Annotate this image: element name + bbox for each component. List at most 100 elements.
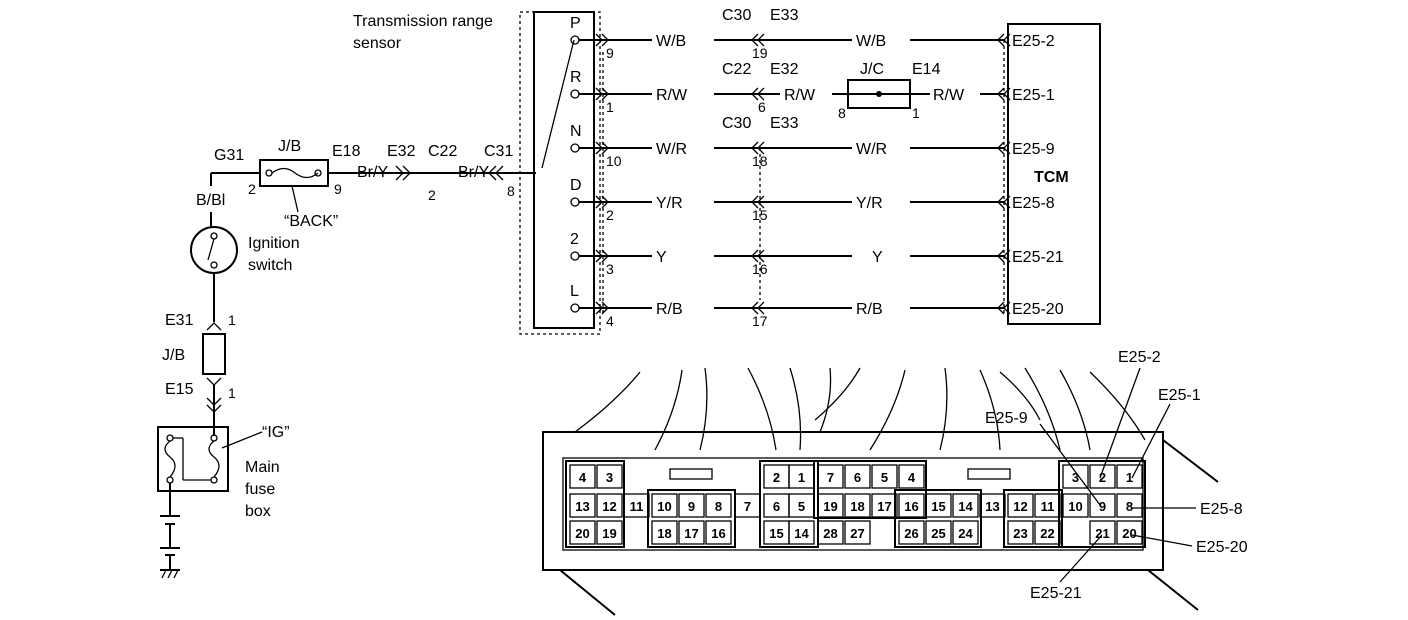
connector-cell-number: 2	[773, 470, 780, 485]
connector-pin: 19	[752, 45, 768, 61]
connector-cell	[678, 493, 705, 518]
e18-label: E18	[332, 143, 361, 160]
connector-cell-number: 27	[850, 526, 864, 541]
connector-cell-number: 16	[904, 499, 918, 514]
connector-cell-number: 13	[985, 499, 999, 514]
sensor-title-line1: Transmission range	[353, 13, 493, 30]
connector-cell-number: 4	[908, 470, 916, 485]
connector-housing	[542, 431, 1164, 571]
jc-connector: E14	[912, 61, 941, 78]
connector-cell-number: 20	[1122, 526, 1136, 541]
sensor-contact	[570, 35, 580, 45]
connector-cell-number: 19	[602, 526, 616, 541]
connector-cell	[1007, 493, 1034, 518]
connector-cell	[1116, 493, 1143, 518]
connector-top-label: C22	[722, 61, 751, 78]
connector-cell	[1089, 493, 1116, 518]
ignition-label-2: switch	[248, 257, 292, 274]
wire-color-left: W/B	[656, 33, 686, 50]
connector-cell-number: 26	[904, 526, 918, 541]
jc-pin-right: 1	[912, 105, 920, 121]
tcm-terminal-label: E25-9	[1012, 141, 1055, 158]
sensor-pin: 9	[606, 45, 614, 61]
connector-cell	[898, 464, 925, 489]
wire-color-right: Y	[872, 249, 883, 266]
callout-label: E25-21	[1030, 585, 1082, 602]
tcm-terminal-label: E25-1	[1012, 87, 1055, 104]
sensor-body	[533, 11, 595, 329]
connector-cell-number: 4	[579, 470, 587, 485]
connector-top-label-2: E33	[770, 115, 799, 132]
wire-bry-1: Br/Y	[357, 164, 388, 181]
connector-cell-number: 24	[958, 526, 973, 541]
pin-2a: 2	[248, 181, 256, 197]
sensor-wiper	[541, 39, 575, 169]
feed-circuit: G31 J/B E18 E32 C22 C31 2 9 “BACK” Br/Y …	[157, 138, 536, 579]
wire-color-mid: R/W	[784, 87, 816, 104]
tcm-terminal-label: E25-8	[1012, 195, 1055, 212]
connector-cell	[788, 520, 815, 545]
connector-top-label: C30	[722, 7, 751, 24]
sensor-pin: 1	[606, 99, 614, 115]
connector-cell	[925, 520, 952, 545]
connector-cell-number: 25	[931, 526, 945, 541]
main-fuse-box	[157, 426, 229, 492]
wire-color-right: W/B	[856, 33, 886, 50]
connector-cell	[1116, 464, 1143, 489]
connector-e32-c22	[395, 165, 411, 181]
back-fuse-label: “BACK”	[284, 213, 338, 230]
callout-label: E25-9	[985, 410, 1028, 427]
connector-cell-number: 17	[684, 526, 698, 541]
main-fuse-box-label-1: Main	[245, 459, 280, 476]
connector-cell	[844, 520, 871, 545]
connector-top-label: C30	[722, 115, 751, 132]
connector-cell-number: 18	[657, 526, 671, 541]
connector-cell-number: 10	[657, 499, 671, 514]
connector-cell-number: 21	[1095, 526, 1109, 541]
connector-cell-number: 11	[630, 499, 644, 514]
connector-cell-number: 17	[877, 499, 891, 514]
tcm-label: TCM	[1034, 169, 1069, 186]
ig-fuse-label: “IG”	[262, 424, 290, 441]
connector-cell-number: 3	[1072, 470, 1079, 485]
e32-label: E32	[387, 143, 416, 160]
connector-cell	[1089, 520, 1116, 545]
connector-cell-number: 9	[1099, 499, 1106, 514]
connector-cell-number: 18	[850, 499, 864, 514]
e31-label: E31	[165, 312, 194, 329]
sensor-pin: 4	[606, 313, 614, 329]
connector-cell-number: 12	[1013, 499, 1027, 514]
jb-label: J/B	[278, 138, 301, 155]
sensor-position-label: L	[570, 283, 579, 300]
connector-cell-number: 20	[575, 526, 589, 541]
ignition-label-1: Ignition	[248, 235, 300, 252]
sensor-position-label: 2	[570, 231, 579, 248]
wire-color-right: W/R	[856, 141, 887, 158]
connector-pin: 6	[758, 99, 766, 115]
e15-label: E15	[165, 381, 194, 398]
wire-color-right: R/B	[856, 301, 883, 318]
connector-cell-number: 5	[798, 499, 805, 514]
connector-cell	[569, 493, 596, 518]
connector-cell-number: 2	[1099, 470, 1106, 485]
sensor-position-label: R	[570, 69, 582, 86]
jb2-fuse	[202, 333, 226, 375]
junction-connector	[847, 79, 911, 109]
g31-label: G31	[214, 147, 244, 164]
sensor-position-label: P	[570, 15, 581, 32]
sensor-contact	[570, 197, 580, 207]
wire-color-right: R/W	[933, 87, 965, 104]
tcm-terminal-label: E25-2	[1012, 33, 1055, 50]
tcm-terminal-label: E25-20	[1012, 301, 1064, 318]
wire-color-right: Y/R	[856, 195, 883, 212]
sensor-position-label: D	[570, 177, 582, 194]
connector-cell-number: 7	[744, 499, 751, 514]
